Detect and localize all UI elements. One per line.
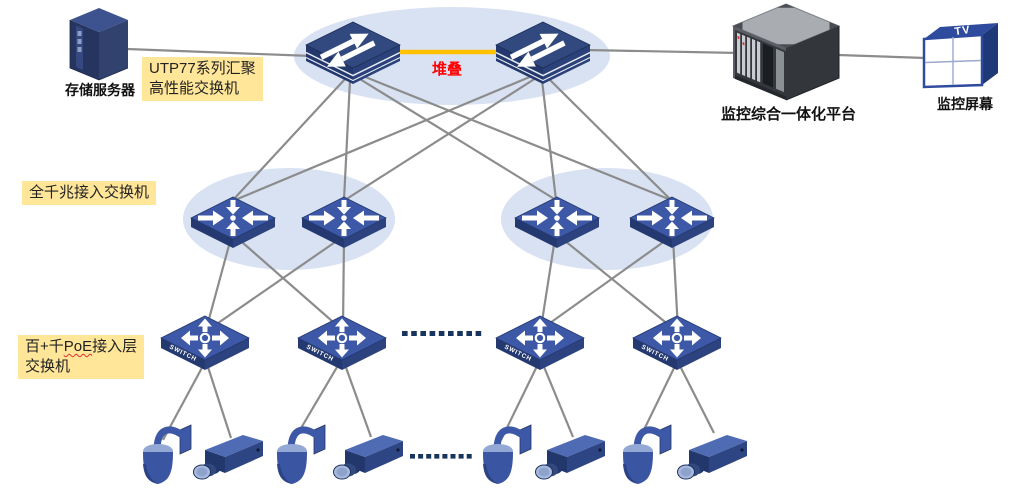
link-poe2-box2 [342, 361, 373, 438]
stack-link-label: 堆叠 [431, 61, 462, 78]
platform-label: 监控综合一体化平台 [720, 106, 856, 123]
box-camera-3-icon [533, 430, 613, 489]
note-poe-line2: 交换机 [25, 358, 71, 375]
tv-text: TV [954, 24, 972, 38]
box-camera-1-icon [191, 430, 271, 489]
link-agg1-access1 [232, 77, 347, 201]
link-access3-poe3 [539, 237, 557, 329]
link-agg2-access2 [344, 77, 537, 201]
link-agg2-access4 [547, 77, 672, 201]
link-access2-poe2 [341, 237, 346, 329]
note-access-switch: 全千兆接入交换机 [22, 181, 157, 205]
link-agg1-access2 [342, 79, 352, 201]
link-agg1-access3 [354, 75, 557, 201]
access-switch-2-icon [300, 196, 388, 255]
access-switch-1-icon [189, 196, 277, 255]
link-poe3-box3 [540, 361, 575, 438]
note-aggregation-line2: 高性能交换机 [149, 80, 240, 97]
link-poe1-box1 [205, 363, 233, 439]
link-access4-poe3 [542, 237, 670, 329]
monitor-screen-label: 监控屏幕 [937, 96, 993, 112]
platform-chassis-icon [731, 3, 841, 108]
poe-switch-2-icon: SWITCH [296, 314, 388, 381]
box-camera-4-icon [675, 430, 755, 489]
link-access3-poe4 [558, 235, 676, 331]
link-agg2-access1 [234, 74, 533, 202]
dome-camera-3-icon [478, 424, 534, 499]
network-links [126, 47, 927, 441]
access-switch-4-icon [628, 196, 716, 255]
storage-server-icon [66, 6, 132, 89]
link-agg2-platform [585, 48, 741, 55]
dome-camera-1-icon [138, 424, 194, 499]
link-platform-screen [837, 53, 927, 60]
storage-server-label: 存储服务器 [65, 82, 135, 98]
poe-switch-3-icon: SWITCH [494, 314, 586, 381]
aggregation-switch-2-icon [493, 20, 593, 91]
link-access1-poe1 [204, 237, 233, 331]
link-poe4-box4 [678, 363, 715, 434]
link-agg2-access3 [540, 79, 558, 201]
access-switch-3-icon [513, 196, 601, 255]
poe-row-ellipsis-dots [402, 331, 482, 336]
aggregation-switch-1-icon [303, 20, 403, 91]
note-aggregation-switch: UTP77系列汇聚 高性能交换机 [142, 57, 263, 101]
poe-switch-4-icon: SWITCH [631, 314, 723, 381]
monitor-screen-icon: TV [921, 20, 1007, 97]
note-aggregation-line1: UTP77系列汇聚 [149, 60, 256, 77]
link-storage-agg1 [126, 47, 313, 58]
camera-row-ellipsis-dots [410, 454, 472, 459]
note-poe-line1: 百+千PoE接入层 [25, 338, 138, 355]
poe-spellcheck-underline: PoE [63, 338, 93, 355]
poe-switch-1-icon: SWITCH [159, 314, 251, 381]
link-access1-poe2 [234, 235, 341, 329]
link-access2-poe1 [207, 237, 342, 331]
dome-camera-2-icon [272, 424, 328, 499]
dome-camera-4-icon [618, 424, 674, 499]
note-poe-switch: 百+千PoE接入层 交换机 [18, 335, 145, 379]
box-camera-2-icon [331, 430, 411, 489]
link-agg1-access4 [357, 72, 672, 202]
link-access4-poe4 [671, 237, 680, 331]
